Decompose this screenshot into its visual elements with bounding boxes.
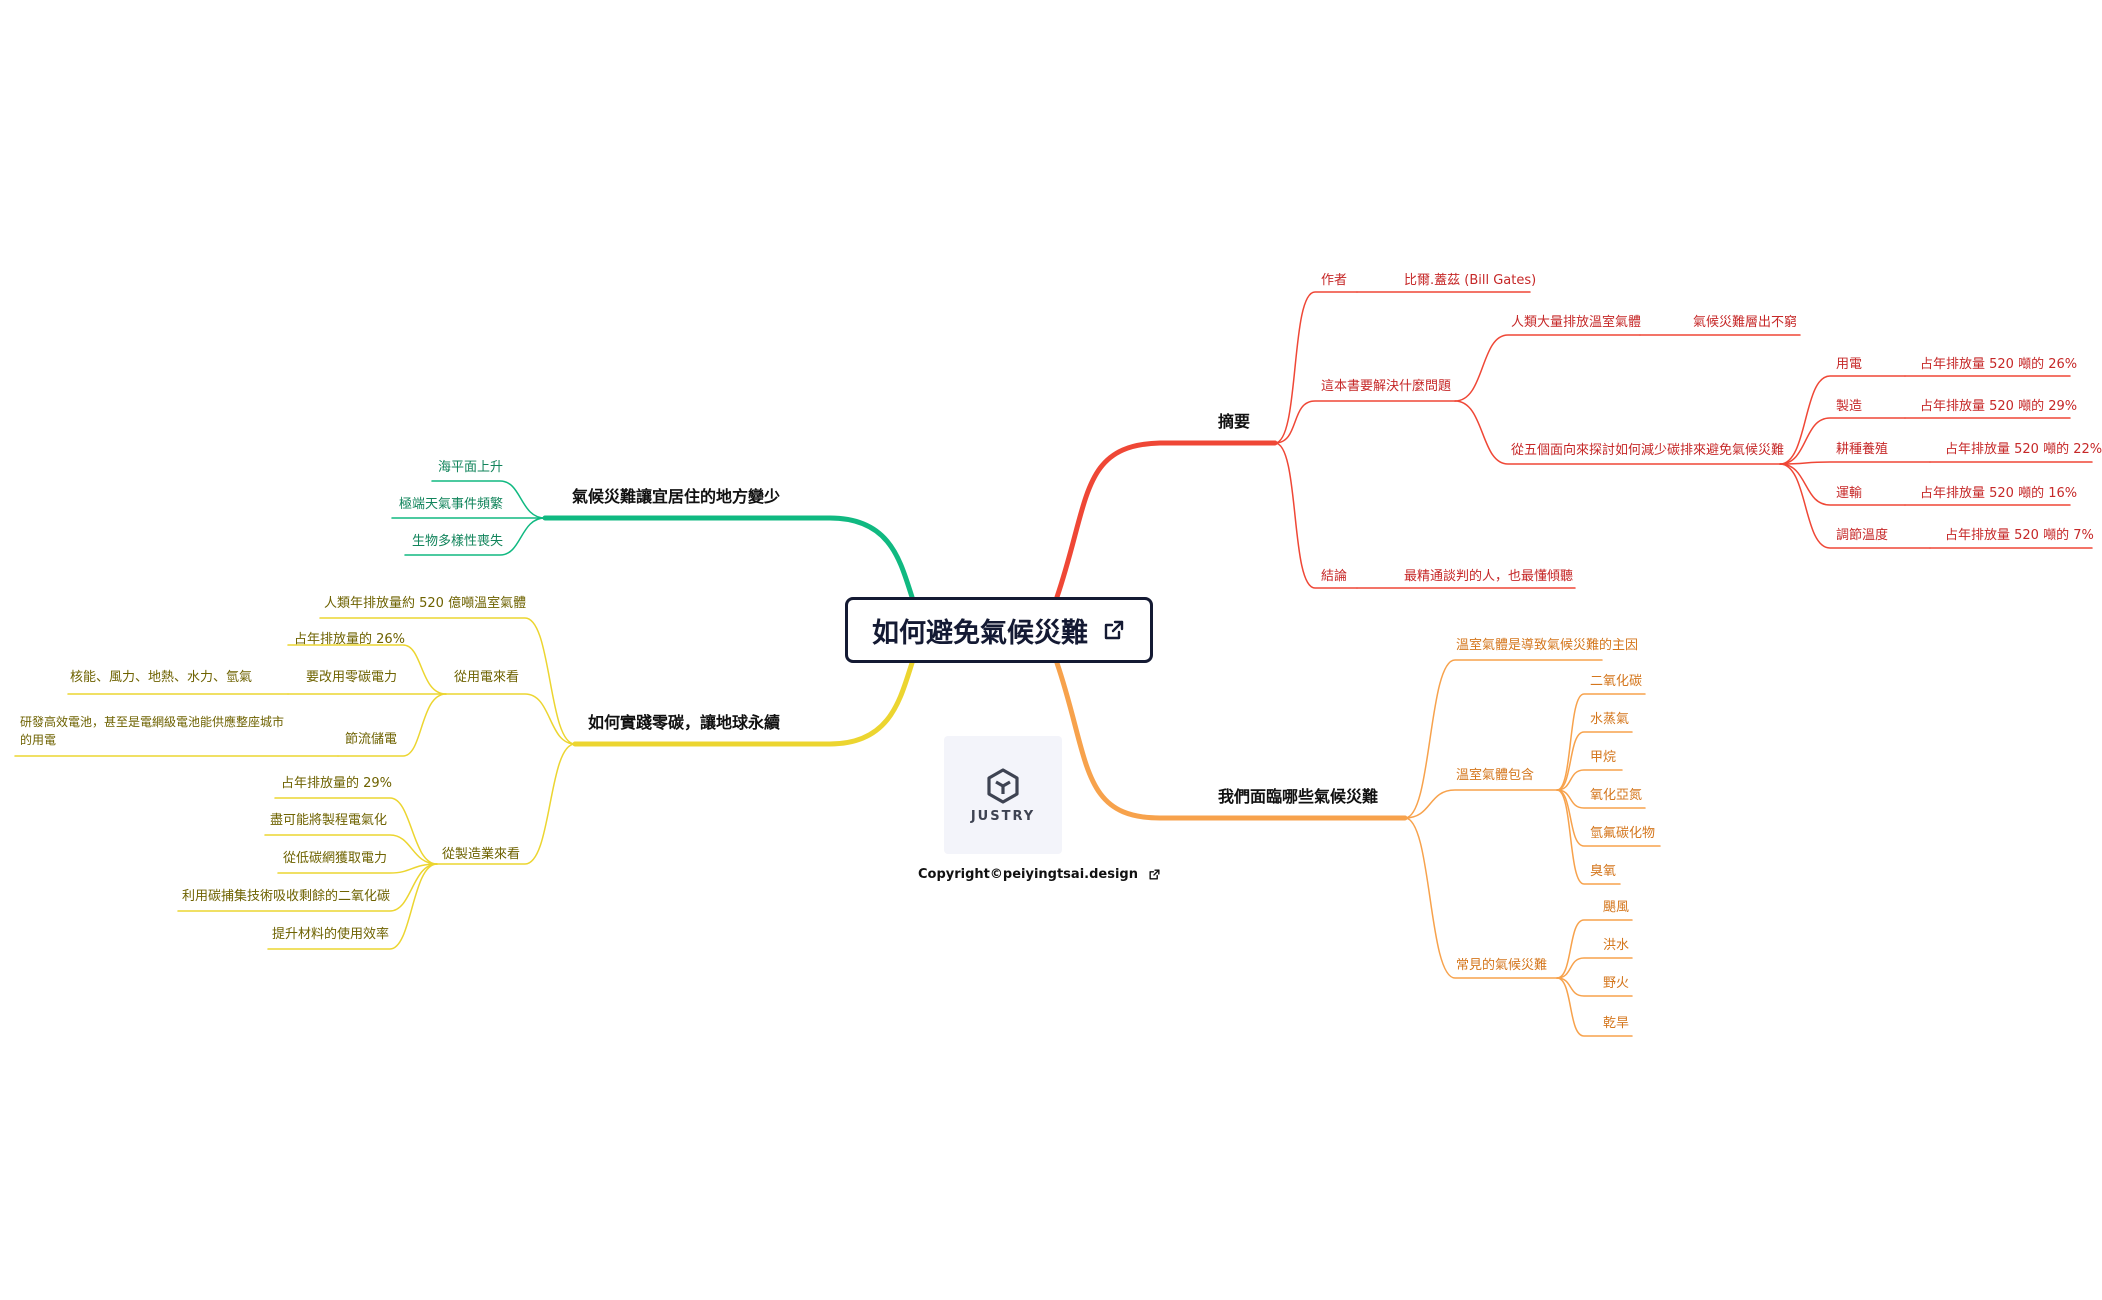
habitat-item[interactable]: 極端天氣事件頻繁 [399, 497, 504, 512]
aspect-item-value[interactable]: 占年排放量 520 噸的 26% [1920, 357, 2078, 372]
gas-item[interactable]: 臭氧 [1590, 864, 1617, 879]
summary-cause-label[interactable]: 人類大量排放溫室氣體 [1511, 315, 1642, 330]
justry-logo: JUSTRY [944, 736, 1062, 854]
electricity-label[interactable]: 從用電來看 [454, 670, 520, 685]
manufacturing-item[interactable]: 盡可能將製程電氣化 [270, 813, 388, 828]
gas-item[interactable]: 氧化亞氮 [1590, 788, 1643, 803]
electricity-storage-value[interactable]: 研發高效電池，甚至是電網級電池能供應整座城市的用電 [20, 715, 285, 747]
habitat-item[interactable]: 生物多樣性喪失 [412, 534, 504, 549]
electricity-storage-label[interactable]: 節流儲電 [345, 732, 398, 747]
manufacturing-item[interactable]: 提升材料的使用效率 [272, 927, 390, 942]
aspect-item-value[interactable]: 占年排放量 520 噸的 16% [1920, 486, 2078, 501]
aspect-item-label[interactable]: 製造 [1836, 399, 1863, 414]
gas-item[interactable]: 二氧化碳 [1590, 674, 1643, 689]
cube-logo-icon [987, 767, 1019, 804]
gas-item[interactable]: 甲烷 [1590, 750, 1617, 765]
manufacturing-label[interactable]: 從製造業來看 [442, 847, 521, 862]
gas-item[interactable]: 水蒸氣 [1590, 712, 1630, 727]
aspect-item-label[interactable]: 運輸 [1836, 486, 1863, 501]
external-link-icon[interactable] [1148, 868, 1161, 881]
zero-carbon-annual[interactable]: 人類年排放量約 520 億噸溫室氣體 [324, 596, 527, 611]
aspect-item-value[interactable]: 占年排放量 520 噸的 7% [1945, 528, 2094, 543]
summary-conclusion-label[interactable]: 結論 [1321, 569, 1348, 584]
summary-cause-value[interactable]: 氣候災難層出不窮 [1693, 315, 1798, 330]
branch-habitat-title[interactable]: 氣候災難讓宜居住的地方變少 [572, 487, 781, 506]
aspect-item-label[interactable]: 用電 [1836, 357, 1863, 372]
manufacturing-item[interactable]: 占年排放量的 29% [281, 776, 393, 791]
summary-author-label[interactable]: 作者 [1321, 273, 1348, 288]
logo-text: JUSTRY [970, 808, 1036, 824]
copyright-text: Copyright©peiyingtsai.design [918, 866, 1138, 882]
habitat-item[interactable]: 海平面上升 [438, 460, 504, 475]
aspect-item-label[interactable]: 耕種養殖 [1836, 442, 1889, 457]
manufacturing-item[interactable]: 從低碳網獲取電力 [283, 851, 388, 866]
disaster-item[interactable]: 洪水 [1603, 938, 1630, 953]
gas-item[interactable]: 氫氟碳化物 [1590, 826, 1656, 841]
disaster-item[interactable]: 乾旱 [1603, 1016, 1630, 1031]
copyright[interactable]: Copyright©peiyingtsai.design [918, 864, 1161, 884]
disasters-common-label[interactable]: 常見的氣候災難 [1456, 958, 1548, 973]
branch-disasters-title[interactable]: 我們面臨哪些氣候災難 [1218, 787, 1379, 806]
summary-problem-label[interactable]: 這本書要解決什麼問題 [1321, 379, 1452, 394]
summary-aspects-label[interactable]: 從五個面向來探討如何減少碳排來避免氣候災難 [1511, 443, 1785, 458]
branch-summary-title[interactable]: 摘要 [1218, 412, 1251, 431]
connector-disasters [1054, 660, 1408, 821]
root-node[interactable]: 如何避免氣候災難 [845, 597, 1153, 663]
aspect-item-value[interactable]: 占年排放量 520 噸的 22% [1945, 442, 2102, 457]
branch-zero-carbon-title[interactable]: 如何實踐零碳，讓地球永續 [588, 713, 781, 732]
external-link-icon[interactable] [1102, 618, 1126, 642]
connector-summary [1054, 440, 1278, 600]
manufacturing-item[interactable]: 利用碳捕集技術吸收剩餘的二氧化碳 [182, 889, 391, 904]
disasters-main-cause[interactable]: 溫室氣體是導致氣候災難的主因 [1456, 638, 1639, 653]
electricity-share[interactable]: 占年排放量的 26% [294, 632, 406, 647]
disaster-item[interactable]: 野火 [1603, 976, 1630, 991]
aspect-item-value[interactable]: 占年排放量 520 噸的 29% [1920, 399, 2078, 414]
connector-zero-carbon [572, 660, 915, 747]
summary-conclusion-value[interactable]: 最精通談判的人，也最懂傾聽 [1404, 569, 1574, 584]
disaster-item[interactable]: 颶風 [1603, 900, 1630, 915]
aspect-item-label[interactable]: 調節溫度 [1836, 528, 1889, 543]
summary-author-value[interactable]: 比爾.蓋茲 (Bill Gates) [1404, 273, 1537, 288]
root-title: 如何避免氣候災難 [872, 617, 1088, 649]
disasters-gases-label[interactable]: 溫室氣體包含 [1456, 768, 1535, 783]
connector-habitat [542, 515, 915, 600]
electricity-switch-label[interactable]: 要改用零碳電力 [306, 670, 398, 685]
electricity-switch-value[interactable]: 核能、風力、地熱、水力、氫氣 [70, 670, 253, 685]
